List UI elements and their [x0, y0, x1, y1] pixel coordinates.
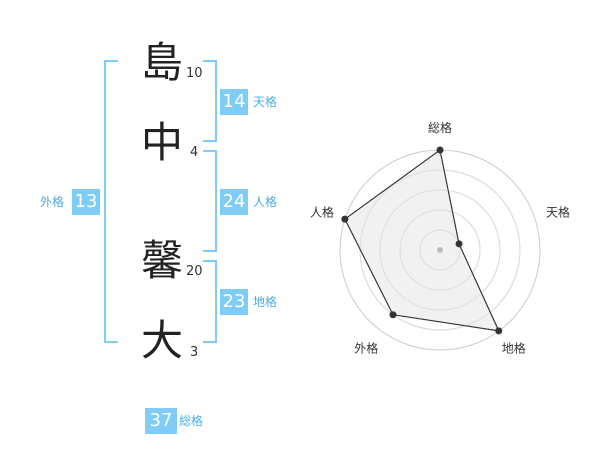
- radar-point-2: [455, 240, 463, 248]
- gaikaku-bracket: [104, 60, 118, 343]
- name-char-3: 馨: [141, 236, 184, 285]
- tenkaku-bracket: [203, 60, 217, 142]
- radar-point-1: [436, 146, 444, 154]
- name-char-4: 大: [141, 316, 184, 365]
- soukaku-value: 37: [145, 408, 177, 434]
- radar-point-5: [341, 215, 349, 223]
- stroke-count-3: 20: [186, 264, 203, 279]
- jinkaku-bracket: [203, 150, 217, 252]
- radar-axis-label-3: 地格: [502, 341, 526, 356]
- stroke-count-2: 4: [190, 145, 199, 160]
- tenkaku-value: 14: [220, 89, 248, 115]
- radar-ring-inner: [399, 209, 481, 291]
- chikaku-label: 地格: [253, 295, 278, 309]
- jinkaku-value: 24: [220, 189, 248, 215]
- radar-point-3: [495, 327, 503, 335]
- radar-axis-label-4: 外格: [354, 341, 378, 356]
- radar-point-4: [389, 311, 397, 319]
- radar-axis-label-5: 人格: [310, 204, 334, 219]
- radar-center: [437, 247, 443, 253]
- radar-outline: [344, 149, 500, 332]
- radar-ring-inner: [419, 229, 461, 271]
- stroke-count-4: 3: [190, 345, 199, 360]
- radar-ring-inner: [379, 189, 501, 311]
- chikaku-bracket: [203, 260, 217, 343]
- tenkaku-label: 天格: [253, 95, 278, 109]
- radar-axis-label-2: 天格: [546, 204, 570, 219]
- gaikaku-value: 13: [72, 189, 100, 215]
- stroke-count-1: 10: [186, 66, 203, 81]
- gaikaku-label: 外格: [40, 195, 65, 209]
- radar-axis-label-1: 総格: [428, 120, 452, 135]
- jinkaku-label: 人格: [253, 195, 278, 209]
- soukaku-label: 総格: [179, 414, 204, 428]
- name-char-1: 島: [141, 38, 184, 87]
- chikaku-value: 23: [220, 289, 248, 315]
- name-char-2: 中: [141, 118, 184, 167]
